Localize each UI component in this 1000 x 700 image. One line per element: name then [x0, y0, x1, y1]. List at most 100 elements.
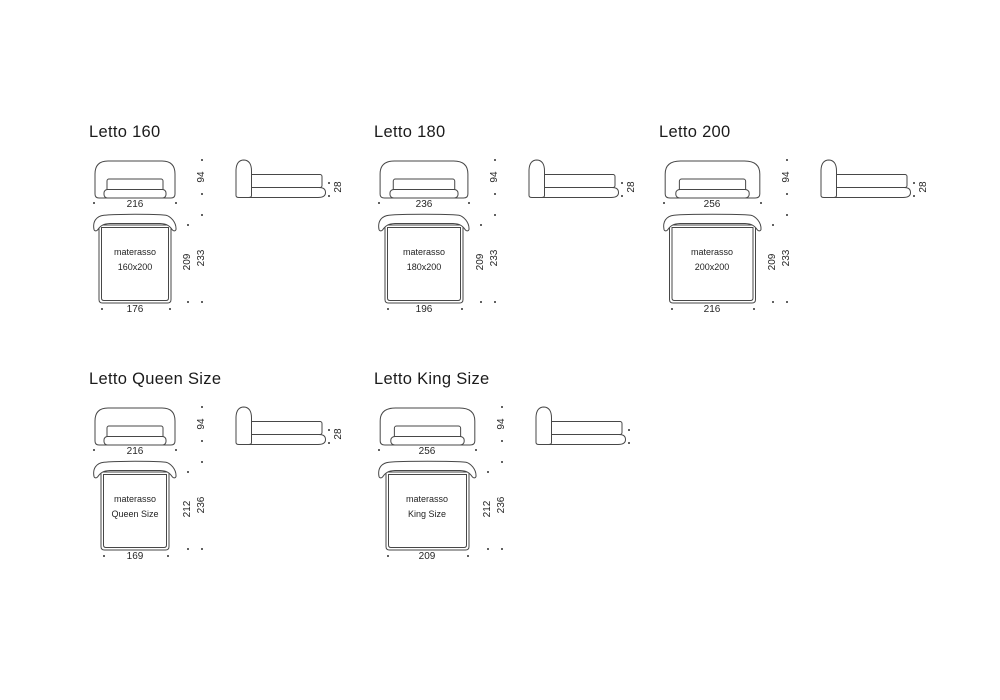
base-front — [390, 190, 458, 199]
dim-dot — [772, 224, 774, 226]
base-side — [834, 188, 911, 198]
dim-base-height-label — [633, 419, 645, 449]
dim-dot — [328, 442, 330, 444]
dim-front-width-label: 216 — [126, 199, 144, 210]
mattress-name-label: materasso — [113, 494, 157, 504]
dim-dot — [913, 182, 915, 184]
dim-front-width-label: 256 — [703, 199, 721, 210]
mattress-top-outer — [670, 225, 756, 303]
headboard-side-outline — [821, 160, 837, 198]
dim-depth-label: 212 — [482, 500, 493, 518]
dim-dot — [663, 202, 665, 204]
dim-dot — [201, 301, 203, 303]
side-view-drawing — [233, 158, 328, 199]
dim-total-depth-label: 233 — [489, 249, 500, 267]
dim-dot — [753, 308, 755, 310]
dim-dot — [378, 449, 380, 451]
dim-dot — [494, 214, 496, 216]
dim-dot — [187, 224, 189, 226]
dim-base-height-label: 28 — [918, 181, 929, 193]
spec-group-letto-queen: Letto Queen Size 216 94 28 materasso Que… — [88, 367, 358, 577]
dim-dot — [786, 159, 788, 161]
dim-dot — [480, 224, 482, 226]
dim-dot — [169, 308, 171, 310]
dim-depth-label: 209 — [767, 253, 778, 271]
base-front — [104, 437, 166, 446]
side-view-drawing — [233, 405, 328, 446]
dim-dot — [387, 308, 389, 310]
dim-mattress-width-label: 209 — [418, 551, 436, 562]
dim-height-label: 94 — [489, 171, 500, 183]
headboard-top-outline — [664, 214, 761, 231]
dim-depth-label: 209 — [475, 253, 486, 271]
mattress-top-outer — [101, 472, 169, 550]
dim-dot — [187, 548, 189, 550]
side-view-drawing — [818, 158, 913, 199]
mattress-side — [249, 175, 322, 188]
mattress-side — [549, 422, 622, 435]
spec-group-letto-180: Letto 180 236 94 28 materasso 180x200 20… — [373, 120, 643, 330]
base-front — [104, 190, 166, 199]
dim-dot — [93, 449, 95, 451]
dim-dot — [621, 182, 623, 184]
dim-dot — [378, 202, 380, 204]
dim-dot — [387, 555, 389, 557]
base-front — [676, 190, 749, 199]
top-view-drawing — [92, 460, 178, 550]
mattress-size-label: Queen Size — [111, 509, 159, 519]
mattress-name-label: materasso — [113, 247, 157, 257]
dim-height-label: 94 — [496, 418, 507, 430]
spec-group-letto-200: Letto 200 256 94 28 materasso 200x200 20… — [658, 120, 929, 330]
mattress-top-outer — [386, 472, 469, 550]
dim-dot — [93, 202, 95, 204]
mattress-size-label: 160x200 — [117, 262, 153, 272]
dim-dot — [328, 182, 330, 184]
dim-dot — [621, 195, 623, 197]
front-view-drawing — [379, 159, 469, 199]
dim-dot — [328, 195, 330, 197]
dim-dot — [913, 195, 915, 197]
bed-title: Letto 200 — [659, 123, 731, 141]
mattress-name-label: materasso — [402, 247, 446, 257]
dim-depth-label: 212 — [182, 500, 193, 518]
dim-dot — [786, 214, 788, 216]
dim-mattress-width-label: 169 — [126, 551, 144, 562]
mattress-top-inner — [388, 228, 461, 301]
dim-dot — [187, 301, 189, 303]
dim-dot — [786, 193, 788, 195]
dim-dot — [201, 548, 203, 550]
dim-dot — [103, 555, 105, 557]
dim-dot — [475, 449, 477, 451]
dim-height-label: 94 — [781, 171, 792, 183]
base-side — [249, 188, 326, 198]
mattress-top-inner — [102, 228, 169, 301]
front-view-drawing — [94, 406, 176, 446]
dim-dot — [167, 555, 169, 557]
dim-total-depth-label: 233 — [781, 249, 792, 267]
dim-front-width-label: 216 — [126, 446, 144, 457]
dim-dot — [628, 429, 630, 431]
headboard-side-outline — [536, 407, 552, 445]
mattress-side — [249, 422, 322, 435]
mattress-size-label: 200x200 — [694, 262, 730, 272]
spec-group-letto-160: Letto 160 216 94 28 materasso 160x200 20… — [88, 120, 358, 330]
dim-height-label: 94 — [196, 418, 207, 430]
dim-depth-label: 209 — [182, 253, 193, 271]
dim-dot — [501, 440, 503, 442]
dim-dot — [501, 461, 503, 463]
dim-dot — [487, 548, 489, 550]
bed-title: Letto 180 — [374, 123, 446, 141]
bed-title: Letto Queen Size — [89, 370, 222, 388]
dim-total-depth-label: 233 — [196, 249, 207, 267]
bed-title: Letto King Size — [374, 370, 490, 388]
mattress-side — [834, 175, 907, 188]
dim-dot — [201, 159, 203, 161]
dim-dot — [480, 301, 482, 303]
mattress-top-outer — [99, 225, 171, 303]
headboard-top-outline — [379, 461, 476, 478]
dim-dot — [461, 308, 463, 310]
base-front — [391, 437, 464, 446]
dim-dot — [760, 202, 762, 204]
headboard-side-outline — [529, 160, 545, 198]
dim-dot — [494, 301, 496, 303]
